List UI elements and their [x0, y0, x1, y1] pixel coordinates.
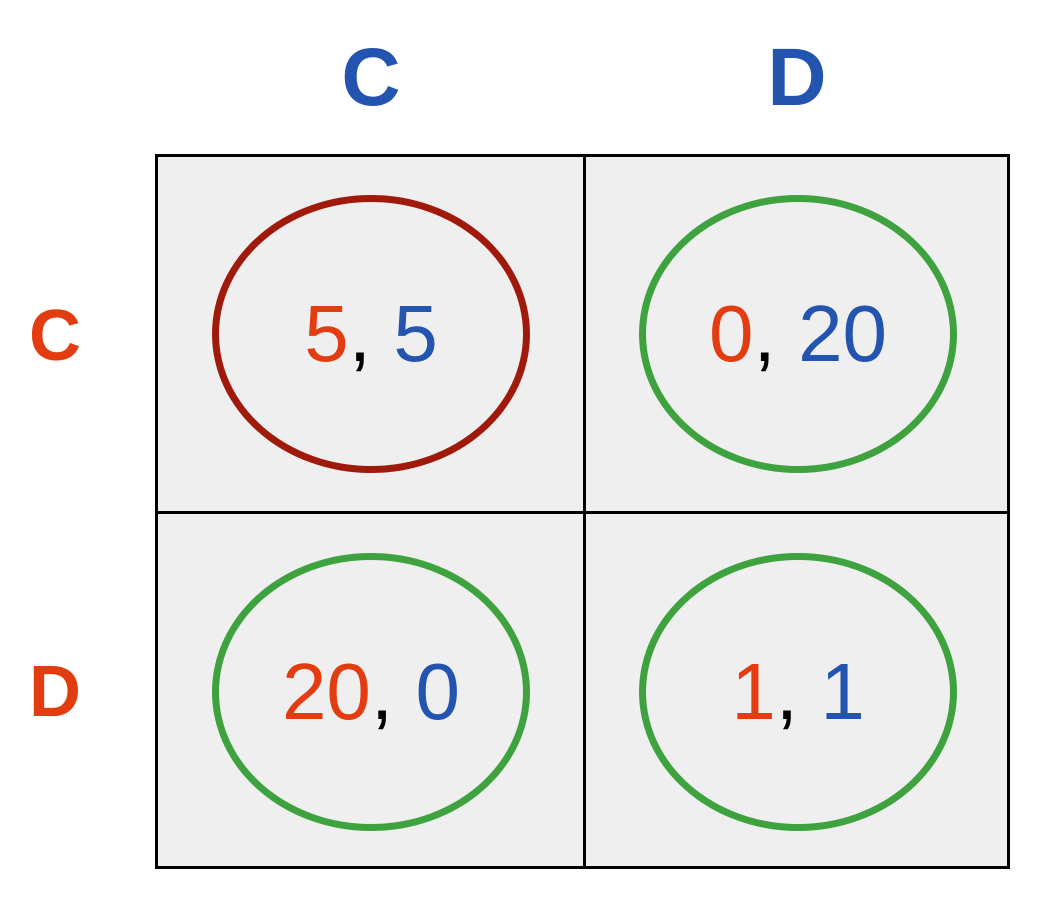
- cell-d-d: 1,1: [639, 553, 957, 831]
- row-payoff: 0: [708, 289, 754, 378]
- column-payoff: 5: [393, 289, 438, 378]
- row-payoff: 20: [281, 647, 371, 736]
- payoff-matrix: 5,5 0,20 20,0 1,1: [155, 154, 1010, 869]
- payoff-separator: ,: [348, 289, 371, 378]
- row-payoff: 1: [731, 647, 776, 736]
- column-payoff: 1: [820, 647, 865, 736]
- cell-c-c: 5,5: [212, 195, 530, 473]
- payoff-separator: ,: [775, 647, 798, 736]
- payoff-separator: ,: [370, 647, 394, 736]
- cell-c-d: 0,20: [639, 195, 957, 473]
- row-header-d: D: [29, 652, 81, 732]
- column-header-d: D: [767, 32, 827, 123]
- cell-d-c: 20,0: [212, 553, 530, 831]
- payoff-separator: ,: [753, 289, 776, 378]
- column-payoff: 0: [415, 647, 461, 736]
- column-payoff: 20: [798, 289, 888, 378]
- row-header-c: C: [29, 296, 81, 376]
- row-payoff: 5: [304, 289, 349, 378]
- grid-horizontal-divider: [158, 511, 1007, 514]
- column-header-c: C: [341, 32, 401, 123]
